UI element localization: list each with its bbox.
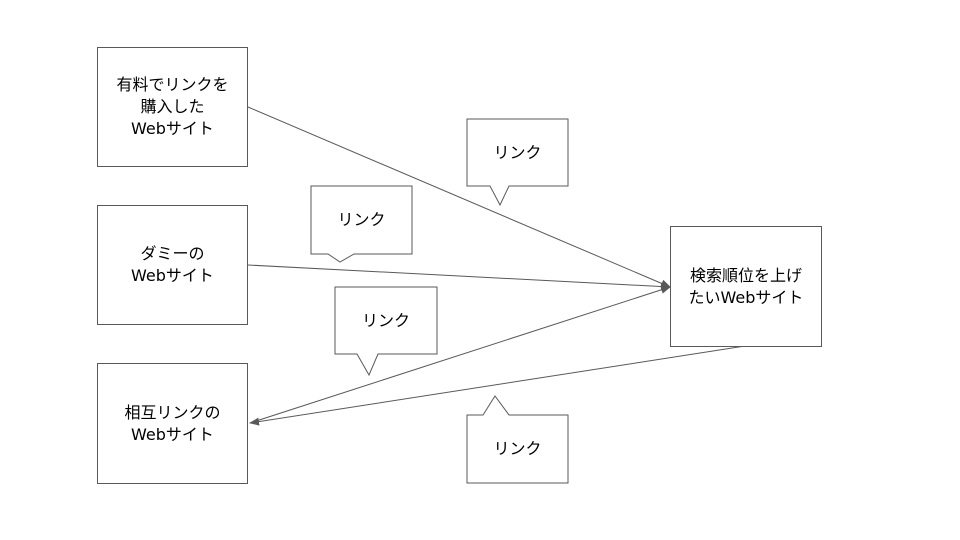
link-callout-1-label: リンク bbox=[493, 143, 542, 162]
paid-link-website-node: 有料でリンクを 購入した Webサイト bbox=[97, 47, 248, 167]
paid-link-website-label: 有料でリンクを 購入した Webサイト bbox=[116, 75, 229, 138]
mutual-link-website-label: 相互リンクの Webサイト bbox=[124, 402, 221, 444]
target-website-label: 検索順位を上げ たいWebサイト bbox=[688, 265, 804, 307]
arrow-target-to-mutual bbox=[249, 345, 746, 426]
dummy-website-label: ダミーの Webサイト bbox=[131, 244, 214, 285]
arrow-dummy-to-target bbox=[247, 264, 671, 291]
target-website-node: 検索順位を上げ たいWebサイト bbox=[670, 226, 822, 347]
arrow-paid-to-target bbox=[247, 106, 671, 288]
link-callout-4-label: リンク bbox=[493, 439, 542, 458]
mutual-link-website-node: 相互リンクの Webサイト bbox=[97, 363, 248, 484]
link-callout-3-shape bbox=[334, 286, 438, 377]
link-callout-2-label: リンク bbox=[337, 210, 386, 229]
arrow-mutual-to-target bbox=[249, 285, 671, 424]
link-callout-1-shape bbox=[466, 118, 569, 207]
dummy-website-node: ダミーの Webサイト bbox=[97, 205, 248, 325]
link-callout-2-shape bbox=[310, 185, 413, 263]
link-callout-3-label: リンク bbox=[361, 311, 410, 330]
link-callout-4-shape bbox=[466, 395, 569, 484]
